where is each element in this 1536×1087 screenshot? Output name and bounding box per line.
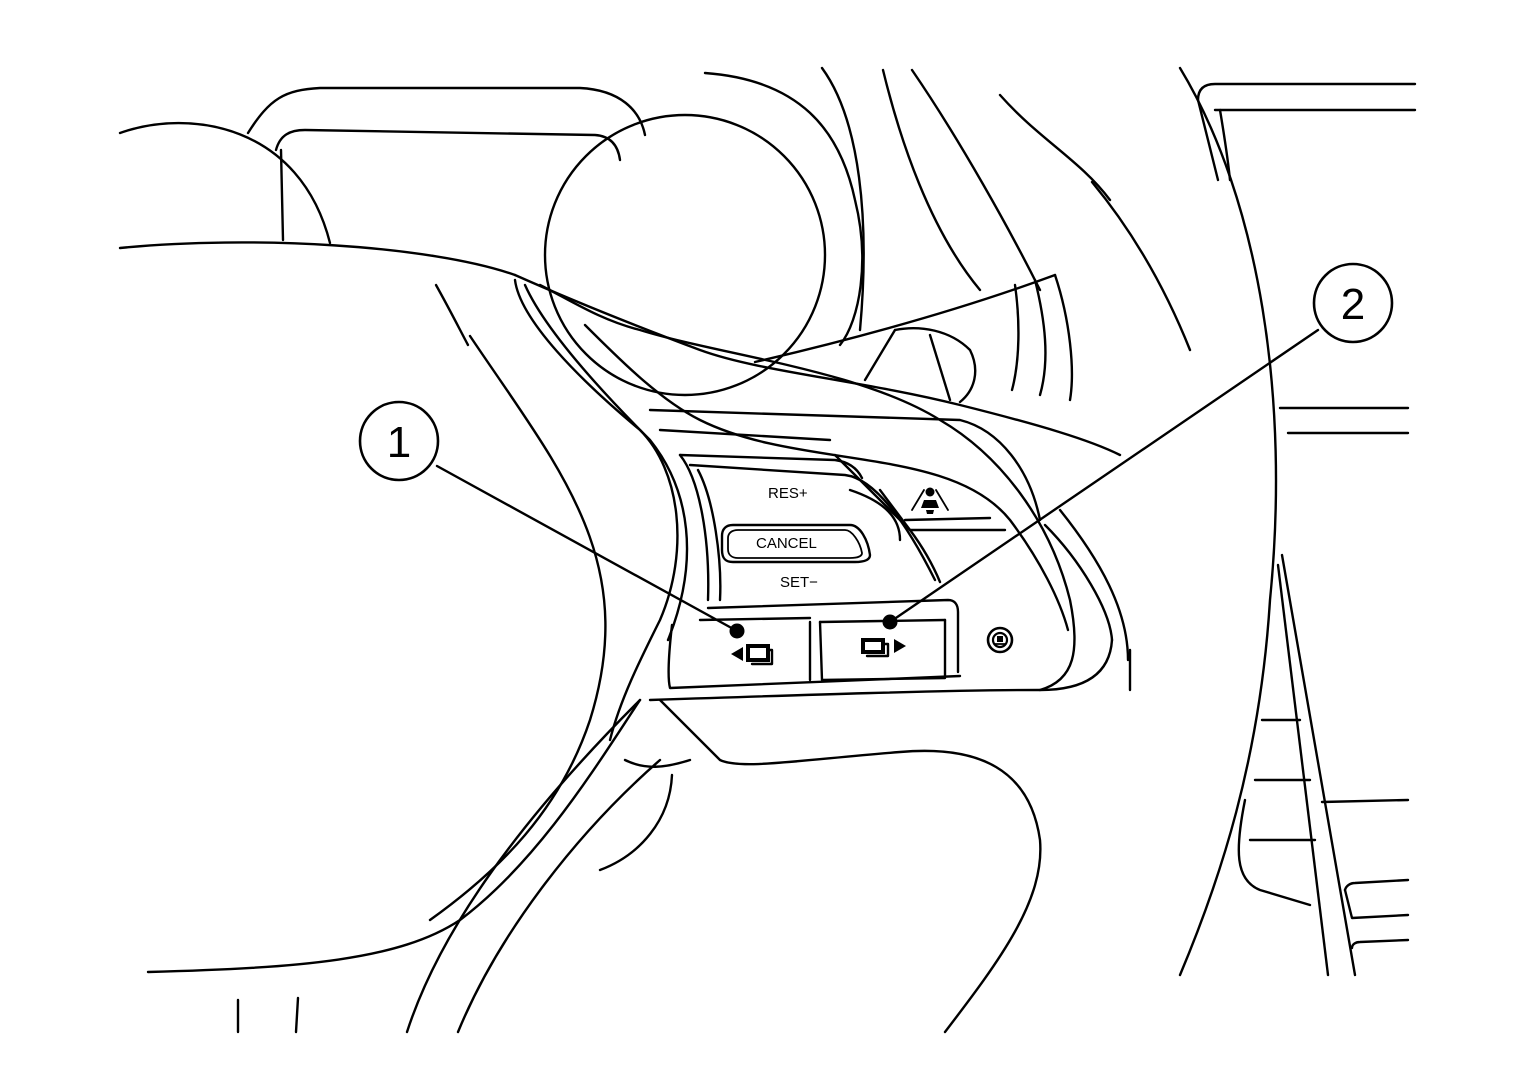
right-arrow-icon (894, 639, 906, 653)
voice-recognition-icon[interactable] (986, 626, 1014, 654)
callout-1-number: 1 (387, 418, 411, 467)
left-arrow-icon (731, 647, 743, 661)
cancel-label[interactable]: CANCEL (756, 535, 817, 552)
steering-wheel-rim (118, 241, 1122, 1034)
meter-hood (118, 86, 647, 245)
display-icon (746, 644, 770, 662)
right-display-switch[interactable] (861, 638, 906, 658)
display-icon (861, 638, 885, 654)
cancel-button-inner-outline (727, 529, 863, 559)
callout-1: 1 (358, 400, 745, 639)
callout-2: 2 (882, 262, 1394, 630)
set-minus-label[interactable]: SET− (780, 574, 818, 591)
gauge-pod (543, 113, 827, 397)
cancel-button[interactable] (720, 523, 872, 564)
steering-switch-panel (667, 453, 1007, 690)
res-plus-label[interactable]: RES+ (768, 485, 808, 502)
center-console (1178, 66, 1417, 977)
driver-assist-icon[interactable] (911, 487, 949, 515)
callout-2-number: 2 (1341, 280, 1365, 329)
steering-column-area (703, 66, 1192, 692)
left-display-switch[interactable] (731, 644, 774, 666)
steering-wheel-spoke (513, 278, 1114, 1034)
